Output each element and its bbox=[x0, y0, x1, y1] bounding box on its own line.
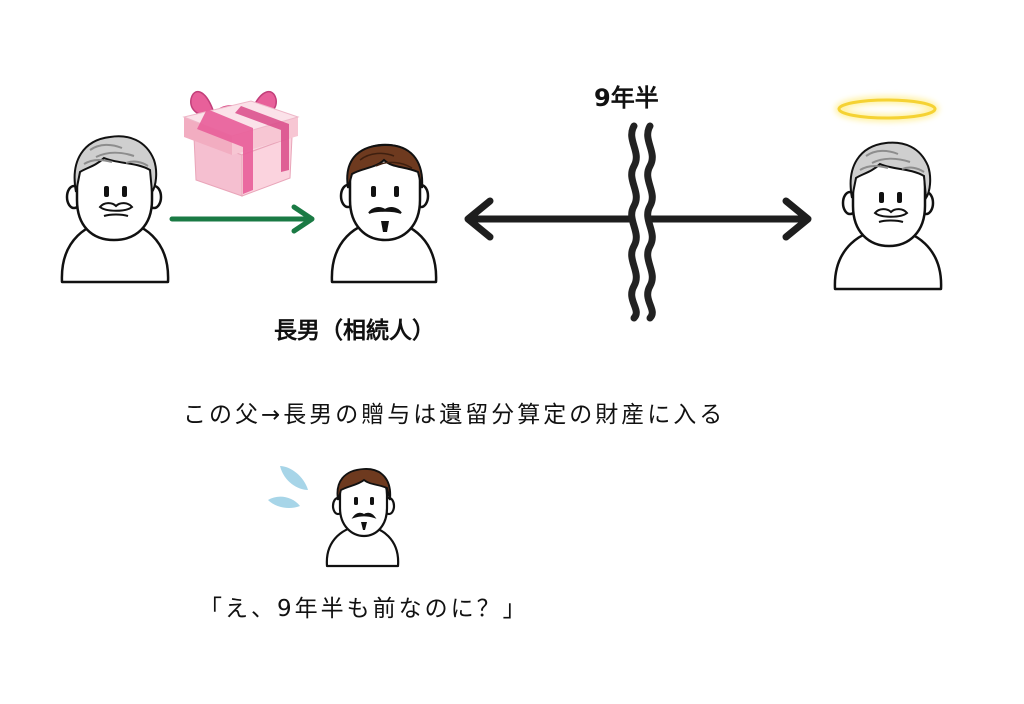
sweat-drops-icon bbox=[268, 466, 308, 508]
son-heir-label: 長男（相続人） bbox=[274, 318, 435, 344]
gift-box-icon bbox=[182, 90, 300, 197]
period-label: 9年半 bbox=[594, 84, 659, 112]
son-quote: 「え、9年半も前なのに？」 bbox=[199, 596, 529, 622]
deceased-father-figure bbox=[833, 141, 943, 291]
gift-arrow bbox=[169, 204, 315, 234]
father-figure bbox=[60, 135, 170, 284]
rule-caption: この父→長男の贈与は遺留分算定の財産に入る bbox=[183, 402, 726, 428]
son-figure bbox=[330, 143, 438, 284]
halo-icon bbox=[835, 96, 939, 122]
worried-son-figure bbox=[325, 468, 400, 568]
time-break-icon bbox=[628, 122, 656, 322]
